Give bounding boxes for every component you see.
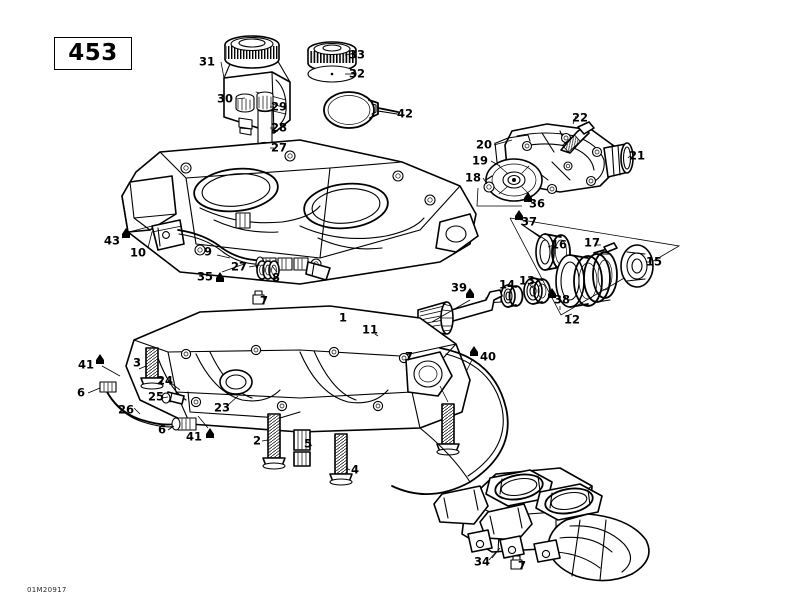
callout-31: 31 — [198, 54, 216, 69]
callout-28: 28 — [270, 120, 288, 135]
bearing-seal-stack-group — [485, 210, 681, 316]
callout-16: 16 — [550, 237, 568, 252]
water-pump-housing-group — [476, 121, 634, 207]
callout-25: 25 — [147, 389, 165, 404]
callout-27: 27 — [270, 140, 288, 155]
lower-crankcase-group — [96, 305, 509, 495]
callout-42: 42 — [396, 106, 414, 121]
callout-34: 34 — [473, 554, 491, 569]
callout-23: 23 — [213, 400, 231, 415]
callout-22: 22 — [571, 110, 589, 125]
callout-7: 7 — [517, 558, 527, 573]
callout-40: 40 — [479, 349, 497, 364]
callout-43: 43 — [103, 233, 121, 248]
callout-3: 3 — [132, 355, 142, 370]
callout-30: 30 — [216, 91, 234, 106]
callout-17: 17 — [583, 235, 601, 250]
callout-39: 39 — [450, 280, 468, 295]
model-number-badge: 453 — [54, 37, 132, 70]
oil-reservoir-group — [223, 35, 399, 191]
cylinder-block-group — [433, 467, 650, 582]
callout-2: 2 — [252, 433, 262, 448]
callout-6: 6 — [76, 385, 86, 400]
model-number-label: 453 — [68, 40, 118, 66]
callout-41: 41 — [185, 429, 203, 444]
callout-6: 6 — [157, 422, 167, 437]
callout-5: 5 — [303, 436, 313, 451]
callout-7: 7 — [404, 349, 414, 364]
leader-lines — [87, 52, 650, 561]
callout-33: 33 — [348, 47, 366, 62]
callout-13: 13 — [518, 273, 536, 288]
callout-21: 21 — [628, 148, 646, 163]
callout-9: 9 — [203, 244, 213, 259]
callout-10: 10 — [129, 245, 147, 260]
callout-37: 37 — [520, 214, 538, 229]
callout-11: 11 — [361, 322, 379, 337]
callout-18: 18 — [464, 170, 482, 185]
diagram-id-code: 01M20917 — [27, 586, 67, 594]
callout-26: 26 — [117, 402, 135, 417]
callout-41: 41 — [77, 357, 95, 372]
callout-27: 27 — [230, 259, 248, 274]
callout-32: 32 — [348, 66, 366, 81]
callout-38: 38 — [553, 292, 571, 307]
callout-15: 15 — [645, 254, 663, 269]
callout-19: 19 — [471, 153, 489, 168]
callout-14: 14 — [498, 277, 516, 292]
callout-4: 4 — [350, 462, 360, 477]
callout-24: 24 — [156, 373, 174, 388]
callout-36: 36 — [528, 196, 546, 211]
callout-7: 7 — [259, 293, 269, 308]
callout-12: 12 — [563, 312, 581, 327]
upper-crankcase-group — [121, 139, 479, 305]
callout-20: 20 — [475, 137, 493, 152]
callout-29: 29 — [270, 99, 288, 114]
callout-8: 8 — [271, 270, 281, 285]
callout-35: 35 — [196, 269, 214, 284]
callout-1: 1 — [338, 310, 348, 325]
